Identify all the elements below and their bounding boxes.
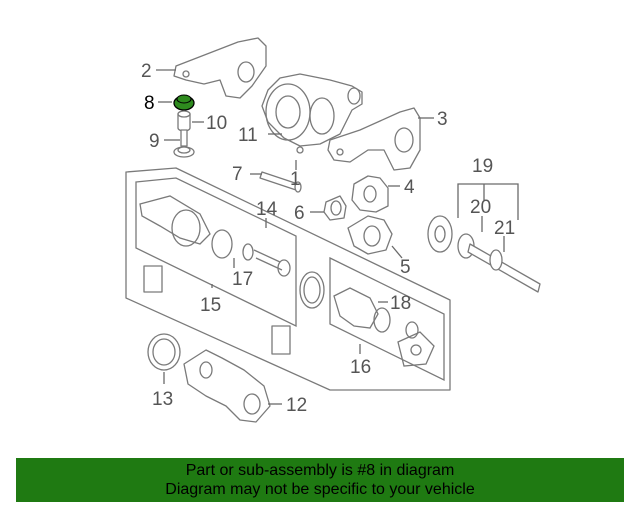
callout-16: 16 [350, 357, 371, 378]
callout-11: 11 [238, 125, 258, 146]
callout-6: 6 [294, 203, 305, 224]
callout-7: 7 [232, 164, 243, 185]
parts-diagram: 2 8 10 9 11 3 7 1 4 6 5 14 15 17 18 16 1… [125, 37, 541, 423]
part-8-nut [173, 94, 195, 111]
seal-ring [299, 271, 325, 309]
callout-5: 5 [400, 257, 411, 278]
leader-19 [457, 183, 519, 220]
part-21-axle-shaft [427, 215, 541, 293]
callout-21: 21 [494, 218, 515, 239]
part-2-bracket [173, 37, 267, 99]
part-16-assembly-box [329, 256, 445, 382]
part-15-assembly-box [125, 167, 451, 391]
callout-4: 4 [404, 177, 415, 198]
part-13-seal [147, 333, 181, 371]
callout-1: 1 [290, 169, 301, 190]
callout-12: 12 [286, 395, 307, 416]
banner-line-2: Diagram may not be specific to your vehi… [165, 481, 475, 498]
part-7-bolt [259, 171, 302, 193]
info-banner: Part or sub-assembly is #8 in diagram Di… [16, 458, 624, 502]
part-5-mount [347, 215, 393, 255]
callout-2: 2 [141, 61, 152, 82]
callout-15: 15 [200, 295, 221, 316]
part-11-differential [261, 73, 363, 154]
callout-9: 9 [149, 131, 160, 152]
callout-19: 19 [472, 156, 493, 177]
callout-13: 13 [152, 389, 173, 410]
part-9-bolt [173, 129, 195, 158]
callout-8: 8 [144, 93, 155, 114]
callout-20: 20 [470, 197, 491, 218]
part-4-mount [351, 175, 389, 213]
callout-10: 10 [206, 113, 227, 134]
leader-5 [391, 245, 403, 259]
callout-14: 14 [256, 199, 278, 220]
part-3-bracket [327, 107, 421, 171]
part-10-spacer [177, 110, 191, 132]
callout-18: 18 [390, 293, 411, 314]
callout-17: 17 [232, 269, 253, 290]
banner-line-1: Part or sub-assembly is #8 in diagram [185, 462, 455, 479]
part-12-housing [183, 349, 271, 423]
part-6-bushing [323, 195, 347, 221]
callout-3: 3 [437, 109, 448, 130]
